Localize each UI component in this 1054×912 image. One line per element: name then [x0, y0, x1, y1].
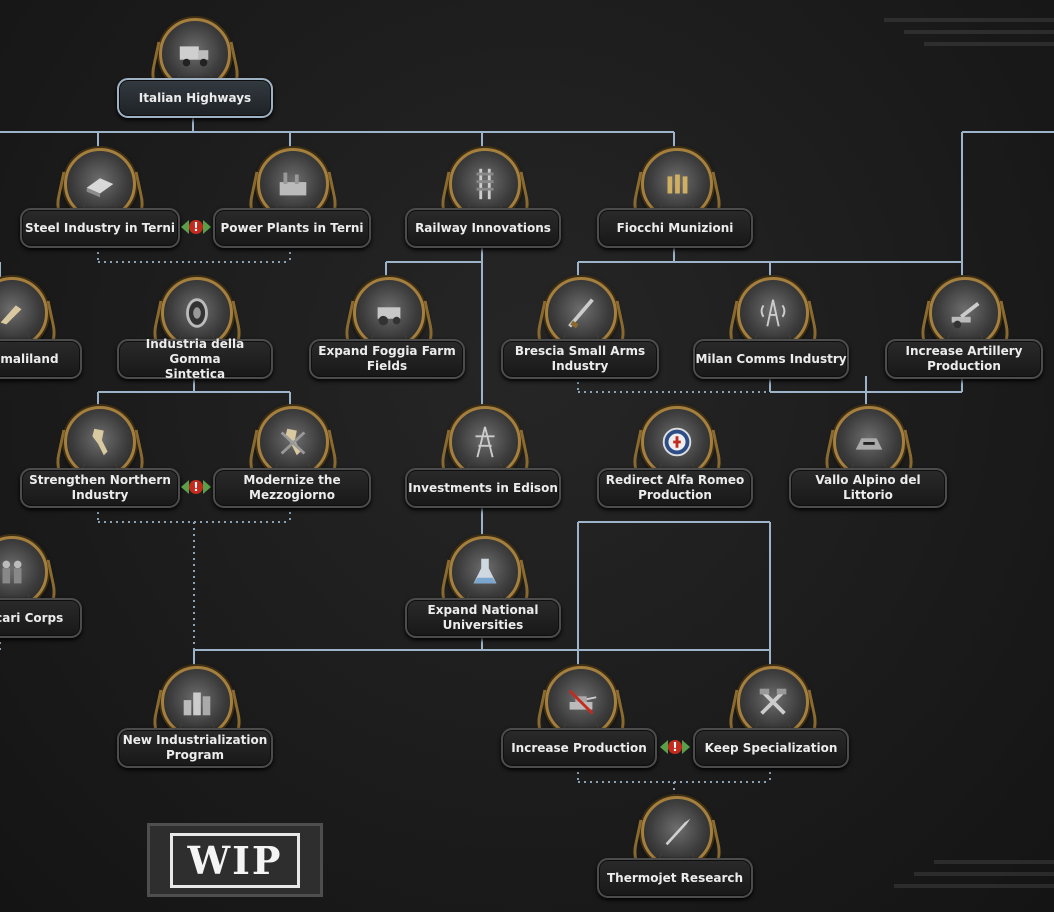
focus-label: Increase Production — [501, 728, 657, 768]
italy-tools-icon — [257, 406, 329, 478]
focus-label: Steel Industry in Terni — [20, 208, 180, 248]
focus-power-plants-terni[interactable]: Power Plants in Terni — [213, 148, 373, 248]
focus-label: Vallo Alpino del Littorio — [789, 468, 947, 508]
focus-label: Brescia Small Arms Industry — [501, 339, 659, 379]
focus-railway-innovations[interactable]: Railway Innovations — [405, 148, 561, 248]
focus-modernize-mezzogiorno[interactable]: Modernize the Mezzogiorno — [213, 406, 373, 508]
focus-label: Power Plants in Terni — [213, 208, 371, 248]
focus-increase-artillery[interactable]: Increase Artillery Production — [885, 277, 1043, 379]
focus-industria-gomma[interactable]: Industria della Gomma Sintetica — [117, 277, 273, 381]
mutually-exclusive-icon: ! — [660, 738, 690, 756]
focus-label: Somaliland — [0, 339, 82, 379]
focus-label: Fiocchi Munizioni — [597, 208, 753, 248]
focus-thermojet-research[interactable]: Thermojet Research — [597, 796, 753, 898]
focus-label: Thermojet Research — [597, 858, 753, 898]
focus-label: Modernize the Mezzogiorno — [213, 468, 371, 508]
focus-label: New Industrialization Program — [117, 728, 273, 768]
focus-strengthen-northern[interactable]: Strengthen Northern Industry — [20, 406, 180, 508]
focus-label: Investments in Edison — [405, 468, 561, 508]
focus-fiocchi-munizioni[interactable]: Fiocchi Munizioni — [597, 148, 753, 248]
focus-label: Milan Comms Industry — [693, 339, 849, 379]
focus-italian-highways[interactable]: Italian Highways — [117, 18, 273, 118]
tread-texture-top-right — [884, 18, 1054, 46]
mutually-exclusive-icon: ! — [181, 218, 211, 236]
focus-vallo-alpino[interactable]: Vallo Alpino del Littorio — [789, 406, 947, 508]
focus-increase-production[interactable]: Increase Production — [501, 666, 657, 768]
focus-label: Strengthen Northern Industry — [20, 468, 180, 508]
tank-production-icon — [545, 666, 617, 738]
focus-label: Railway Innovations — [405, 208, 561, 248]
radio-tower-icon — [737, 277, 809, 349]
focus-label: Italian Highways — [117, 78, 273, 118]
focus-label: Redirect Alfa Romeo Production — [597, 468, 753, 508]
focus-ascari-corps[interactable]: Ascari Corps — [0, 536, 82, 638]
focus-label: Increase Artillery Production — [885, 339, 1043, 379]
focus-brescia-small-arms[interactable]: Brescia Small Arms Industry — [501, 277, 661, 379]
focus-somaliland[interactable]: Somaliland — [0, 277, 82, 379]
focus-investments-edison[interactable]: Investments in Edison — [405, 406, 561, 508]
wip-badge: WIP — [147, 823, 323, 897]
focus-label: Industria della Gomma Sintetica — [117, 337, 273, 381]
tread-texture-bottom-right — [894, 860, 1054, 888]
focus-expand-universities[interactable]: Expand National Universities — [405, 536, 561, 638]
focus-label: Ascari Corps — [0, 598, 82, 638]
mutually-exclusive-icon: ! — [181, 478, 211, 496]
focus-steel-industry-terni[interactable]: Steel Industry in Terni — [20, 148, 180, 248]
focus-label: Expand National Universities — [405, 598, 561, 638]
focus-expand-foggia[interactable]: Expand Foggia Farm Fields — [309, 277, 465, 379]
focus-label: Keep Specialization — [693, 728, 849, 768]
flask-icon — [449, 536, 521, 608]
city-industry-icon — [161, 666, 233, 738]
focus-milan-comms[interactable]: Milan Comms Industry — [693, 277, 849, 379]
focus-new-industrialization[interactable]: New Industrialization Program — [117, 666, 273, 768]
artillery-icon — [929, 277, 1001, 349]
focus-redirect-alfa-romeo[interactable]: Redirect Alfa Romeo Production — [597, 406, 753, 508]
focus-label: Expand Foggia Farm Fields — [309, 339, 465, 379]
focus-keep-specialization[interactable]: Keep Specialization — [693, 666, 849, 768]
wip-text: WIP — [170, 832, 300, 888]
